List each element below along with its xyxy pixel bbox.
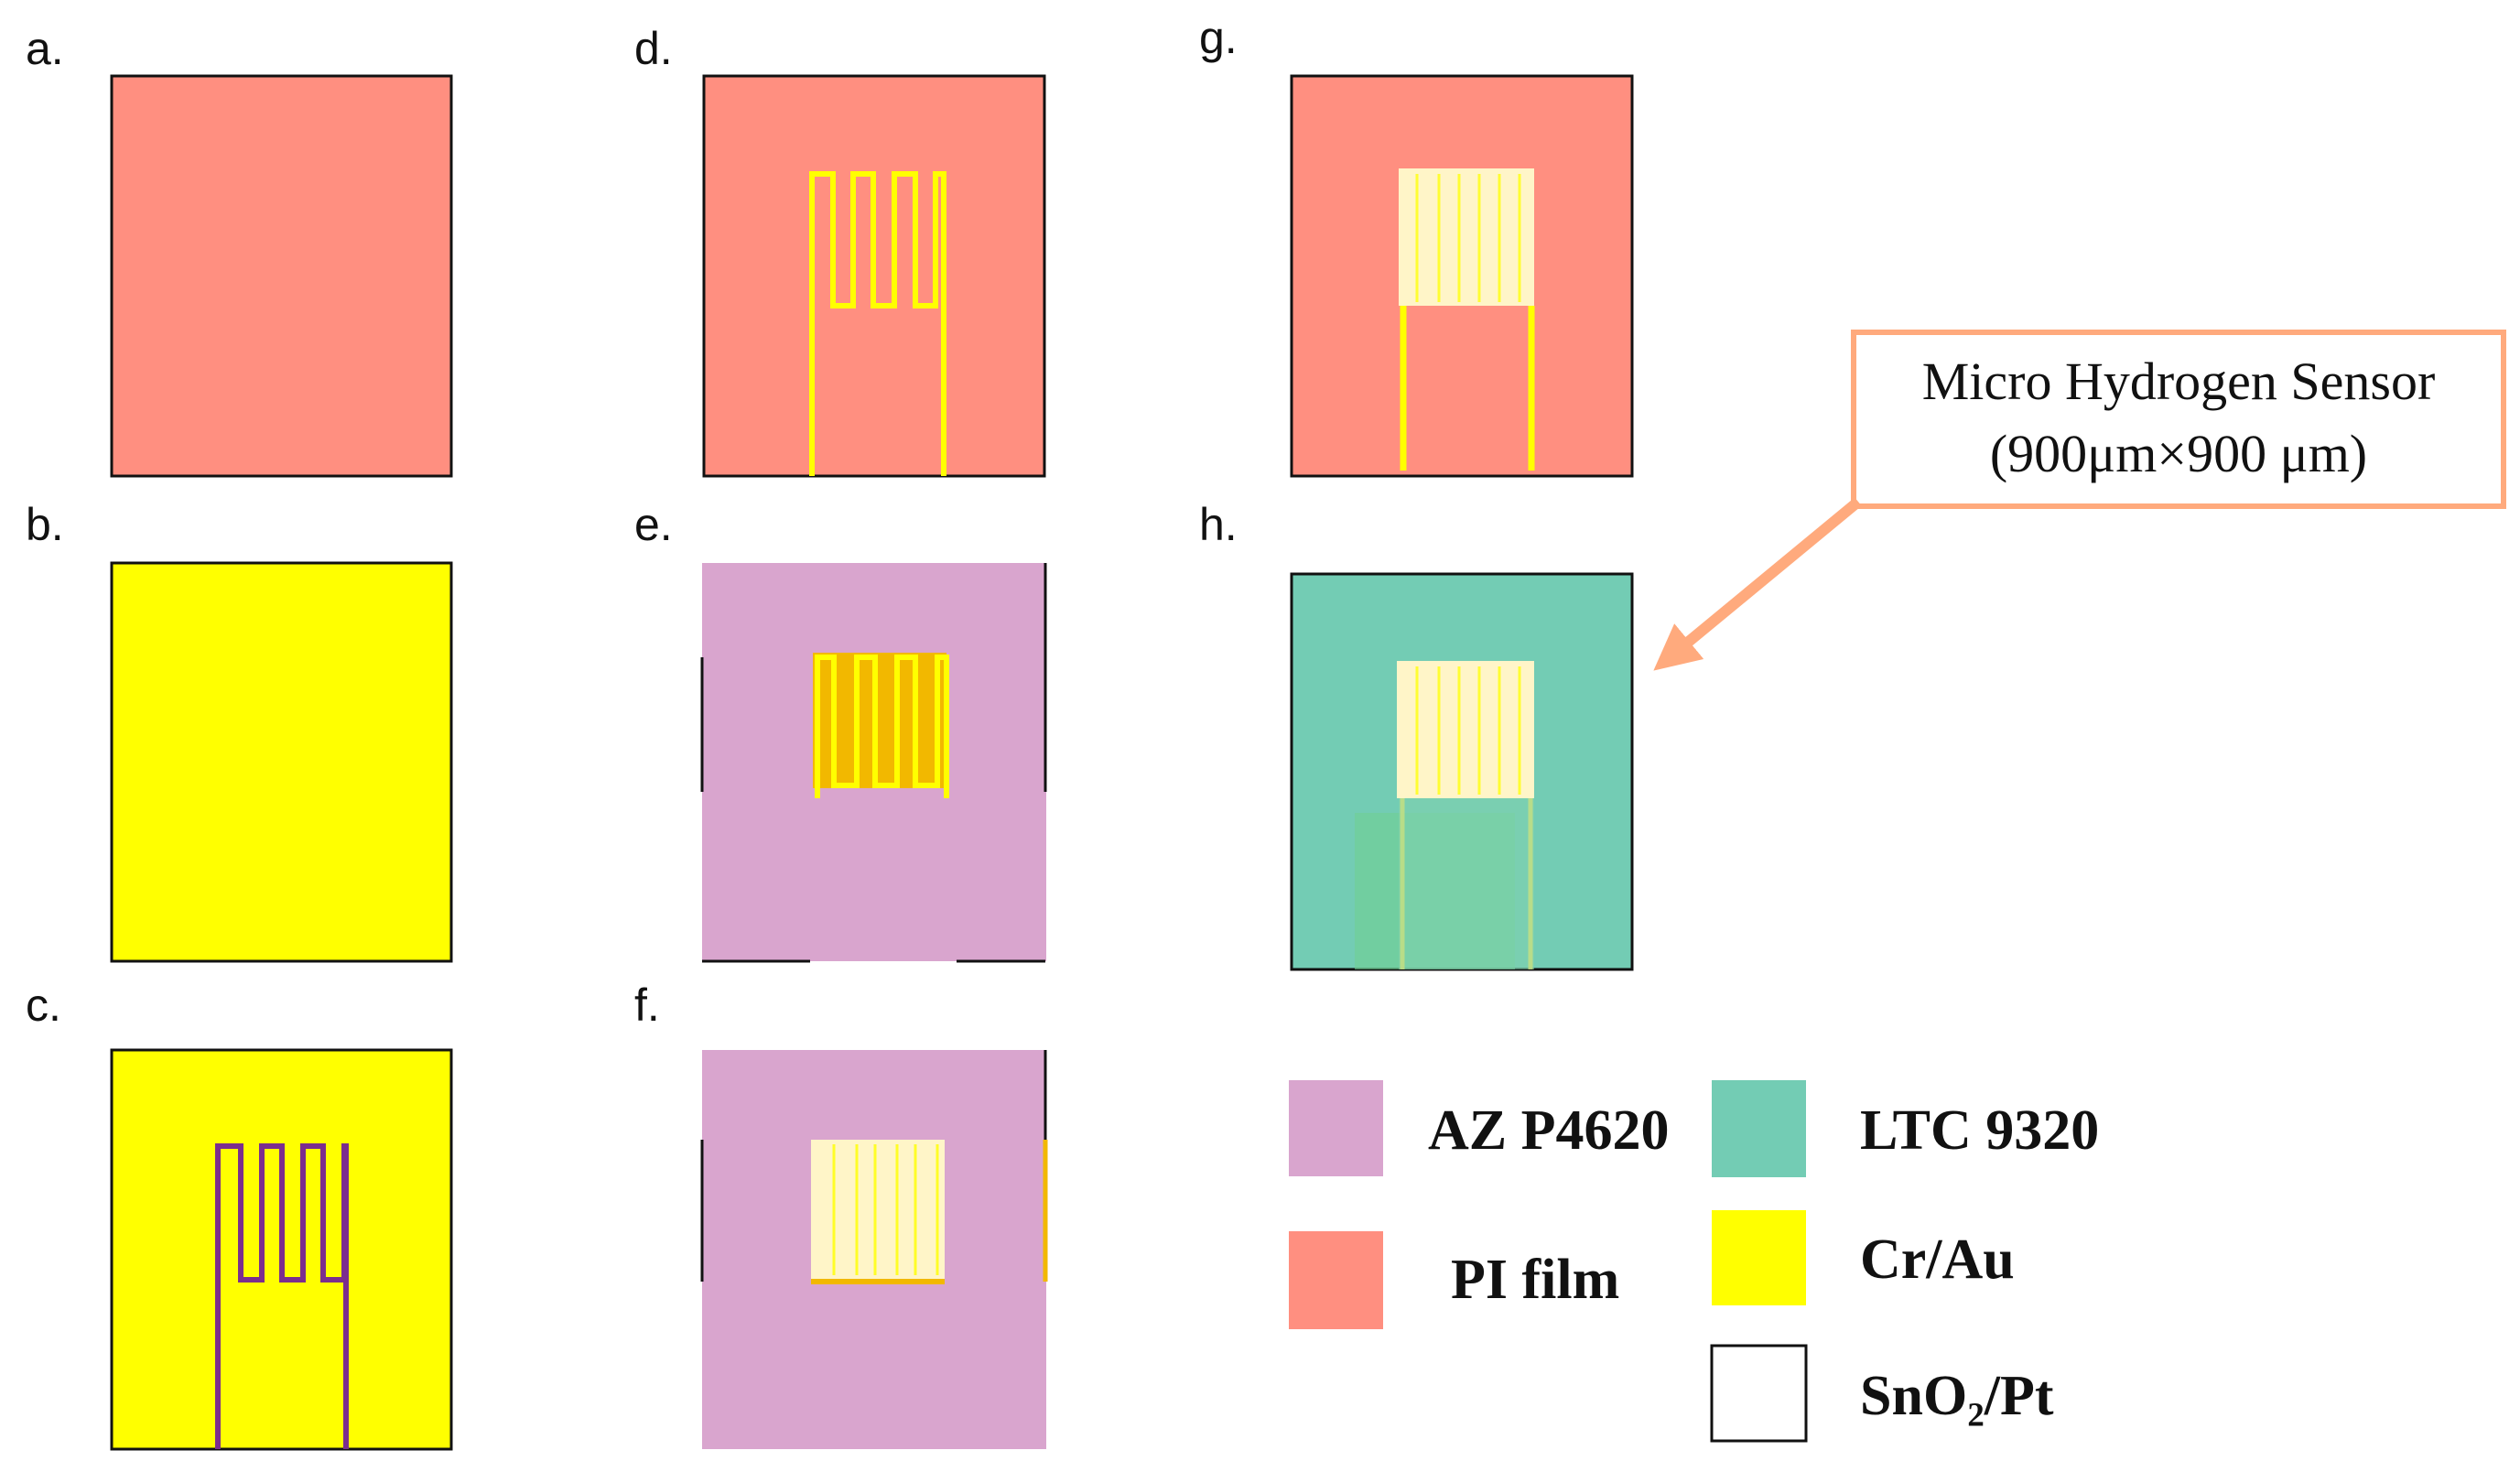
legend-label-az-p4620: AZ P4620 xyxy=(1428,1099,1670,1162)
legend: AZ P4620 PI film LTC 9320 Cr/Au SnO₂/Pt xyxy=(1289,1080,2099,1443)
callout-arrow xyxy=(1653,497,1862,671)
electrode-fingers xyxy=(1415,174,1521,302)
legend-swatch-pi-film xyxy=(1289,1231,1383,1329)
sno2-pt-film xyxy=(811,1140,945,1282)
micro-hydrogen-sensor-callout: Micro Hydrogen Sensor (900μm×900 μm) xyxy=(1653,330,2506,671)
legend-swatch-cr-au xyxy=(1712,1210,1806,1305)
panel-label-f: f. xyxy=(634,980,660,1031)
panel-label-h: h. xyxy=(1199,499,1238,550)
sno2-pt-film xyxy=(1397,661,1534,798)
panel-label-g: g. xyxy=(1199,12,1238,63)
lead-region xyxy=(1399,798,1534,969)
legend-swatch-ltc-9320 xyxy=(1712,1080,1806,1177)
callout-box xyxy=(1851,330,2506,509)
panel-label-e: e. xyxy=(634,499,673,550)
legend-swatch-sno2-pt xyxy=(1710,1344,1808,1443)
panel-e-photoresist-opening xyxy=(700,563,1047,963)
panel-f-sno2-deposition xyxy=(700,1050,1048,1449)
panel-d-gold-electrode xyxy=(702,74,1046,478)
legend-label-sno2-pt: SnO₂/Pt xyxy=(1860,1365,2054,1427)
panel-g-lift-off xyxy=(1290,74,1634,478)
sno2-pt-film xyxy=(1399,168,1534,306)
panel-label-b: b. xyxy=(26,499,64,550)
electrode-pattern-outline xyxy=(215,1143,349,1449)
electrode-fingers xyxy=(1415,666,1521,795)
panel-label-a: a. xyxy=(26,23,64,74)
panel-label-c: c. xyxy=(26,980,61,1031)
callout-line-2: (900μm×900 μm) xyxy=(1990,424,2367,483)
panel-b-cr-au-layer xyxy=(110,561,453,963)
panel-h-final-device xyxy=(1290,572,1634,971)
panel-label-d: d. xyxy=(634,23,673,74)
legend-swatch-az-p4620 xyxy=(1289,1080,1383,1176)
legend-label-cr-au: Cr/Au xyxy=(1860,1228,2015,1291)
electrode-pattern xyxy=(815,655,949,798)
legend-label-pi-film: PI film xyxy=(1451,1249,1619,1311)
electrode-fingers xyxy=(832,1144,939,1275)
electrode-pattern xyxy=(809,171,946,476)
electrode-leads xyxy=(1400,798,1533,969)
electrode-leads xyxy=(1400,306,1535,471)
panel-c-patterned-electrode xyxy=(110,1048,453,1451)
legend-label-ltc-9320: LTC 9320 xyxy=(1860,1099,2099,1162)
panel-a-pi-film xyxy=(110,74,453,478)
callout-line-1: Micro Hydrogen Sensor xyxy=(1922,352,2436,411)
